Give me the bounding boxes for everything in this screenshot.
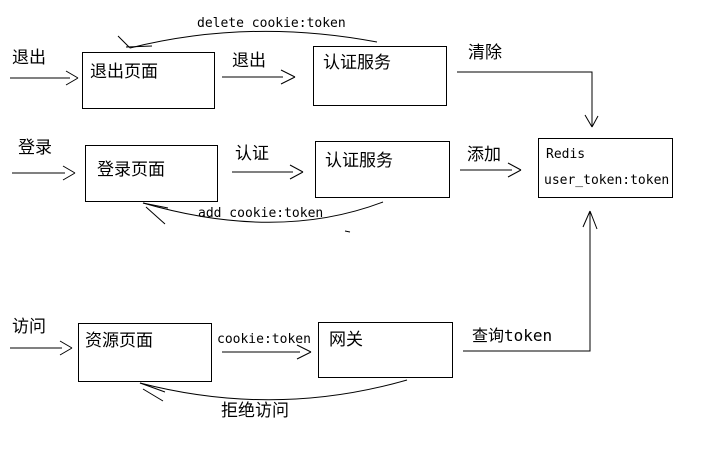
arc-deny-access-return xyxy=(139,379,408,402)
edge-label-authenticate: 认证 xyxy=(235,144,269,164)
arc-add-cookie-return xyxy=(142,201,384,225)
node-auth-service-top: 认证服务 xyxy=(313,46,447,106)
edge-label-deny-access: 拒绝访问 xyxy=(221,401,289,421)
node-gateway-label: 网关 xyxy=(329,330,363,350)
arrow-add-to-redis xyxy=(460,162,522,178)
node-resource-page-label: 资源页面 xyxy=(85,331,153,351)
arrow-logout-entry xyxy=(10,70,79,86)
node-logout-page: 退出页面 xyxy=(82,52,215,109)
edge-label-login-entry: 登录 xyxy=(18,138,52,158)
node-gateway: 网关 xyxy=(318,322,453,378)
arrow-cookie-token xyxy=(222,344,312,360)
node-logout-page-label: 退出页面 xyxy=(90,62,158,82)
node-redis-title: Redis xyxy=(546,147,586,162)
node-redis-subtitle: user_token:token xyxy=(544,173,670,189)
node-redis: Redis user_token:token xyxy=(538,138,673,198)
edge-label-add-cookie: add cookie:token xyxy=(198,206,324,221)
node-resource-page: 资源页面 xyxy=(78,323,212,382)
arrow-query-token-to-redis xyxy=(463,210,598,352)
node-auth-service-mid: 认证服务 xyxy=(315,141,450,198)
node-auth-service-top-label: 认证服务 xyxy=(323,53,391,73)
arrow-authenticate xyxy=(232,164,304,180)
edge-label-query-token: 查询token xyxy=(472,326,553,345)
stray-mark xyxy=(344,230,351,233)
edge-label-delete-cookie: delete cookie:token xyxy=(197,16,346,31)
arc-delete-cookie-return xyxy=(117,30,378,49)
node-login-page-label: 登录页面 xyxy=(97,160,165,180)
edge-label-add: 添加 xyxy=(467,145,501,165)
edge-label-cookie-token: cookie:token xyxy=(217,332,311,347)
edge-label-clear: 清除 xyxy=(468,43,502,63)
node-auth-service-mid-label: 认证服务 xyxy=(325,151,393,171)
edge-label-logout-entry: 退出 xyxy=(12,48,46,68)
arrow-clear-to-redis xyxy=(457,71,599,128)
arrow-visit-entry xyxy=(10,340,73,356)
edge-label-logout-action: 退出 xyxy=(232,51,266,71)
arrow-login-entry xyxy=(12,165,76,181)
edge-label-visit-entry: 访问 xyxy=(12,317,46,337)
arrow-logout-action xyxy=(222,69,296,85)
node-login-page: 登录页面 xyxy=(85,145,218,202)
